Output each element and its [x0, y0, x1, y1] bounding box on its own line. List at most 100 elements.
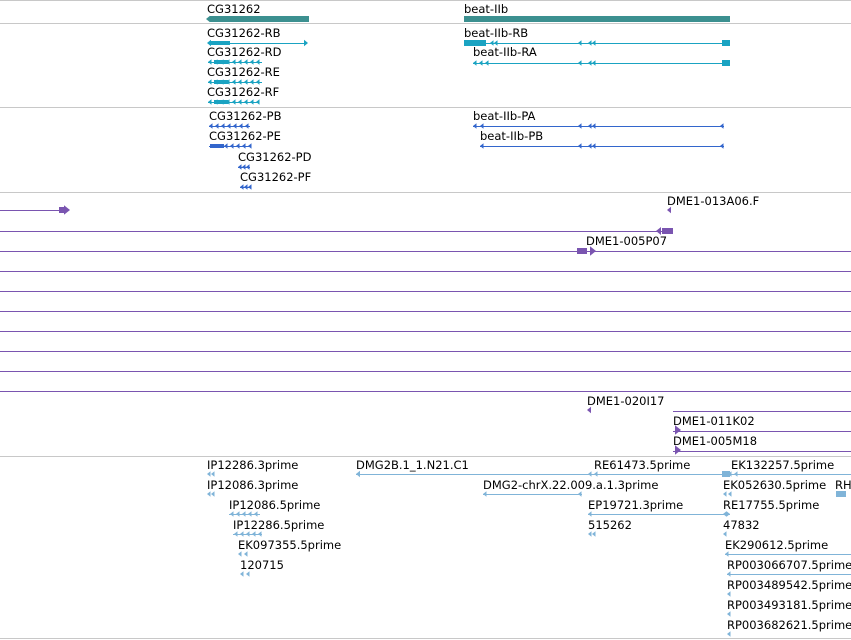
- protein-chevron: [244, 184, 248, 190]
- protein-label-cg31262-pd[interactable]: CG31262-PD: [238, 150, 312, 164]
- protein-chevron: [480, 123, 484, 129]
- est-glyph: [254, 511, 258, 517]
- est-label-ek052630-5prime[interactable]: EK052630.5prime: [723, 478, 827, 492]
- transcript-exon: [214, 80, 228, 84]
- protein-chevron: [240, 184, 244, 190]
- protein-chevron: [473, 123, 477, 129]
- protein-chevron: [224, 143, 228, 149]
- est-glyph: [236, 511, 240, 517]
- protein-chevron: [248, 143, 252, 149]
- transcript-exon: [464, 40, 486, 46]
- protein-chevron: [578, 123, 582, 129]
- est-glyph: [234, 531, 238, 537]
- transcript-label-cg31262-rb[interactable]: CG31262-RB: [207, 26, 281, 40]
- est-label-ip12086-5prime[interactable]: IP12086.5prime: [229, 498, 321, 512]
- est-glyph: [248, 511, 252, 517]
- est-label-47832[interactable]: 47832: [723, 518, 760, 532]
- protein-label-cg31262-pb[interactable]: CG31262-PB: [209, 109, 282, 123]
- est-glyph: [592, 531, 596, 537]
- exon-chevron: [256, 59, 260, 65]
- est-label-rp003493181[interactable]: RP003493181.5prime: [727, 598, 851, 612]
- exon-chevron: [494, 40, 498, 46]
- exon-chevron: [256, 99, 260, 105]
- exon-chevron: [208, 59, 212, 65]
- exon-chevron: [588, 60, 592, 66]
- transcript-label-beat-iib-rb[interactable]: beat-IIb-RB: [464, 26, 529, 40]
- exon-chevron: [250, 59, 254, 65]
- protein-chevron: [246, 164, 250, 170]
- exon-chevron: [232, 59, 236, 65]
- est-label-120715[interactable]: 120715: [240, 558, 284, 572]
- protein-label-cg31262-pe[interactable]: CG31262-PE: [209, 129, 281, 143]
- est-glyph: [727, 611, 731, 617]
- clone-label-dme1-020i17[interactable]: DME1-020I17: [587, 394, 665, 408]
- protein-chevron: [239, 123, 243, 129]
- protein-chevron: [592, 123, 596, 129]
- est-label-rp003066707[interactable]: RP003066707.5prime: [727, 558, 851, 572]
- exon-chevron: [238, 79, 242, 85]
- exon-chevron: [250, 79, 254, 85]
- exon-chevron: [232, 79, 236, 85]
- est-label-re61473-5prime[interactable]: RE61473.5prime: [594, 458, 691, 472]
- exon-chevron: [208, 79, 212, 85]
- exon-chevron: [578, 60, 582, 66]
- protein-chevron: [236, 143, 240, 149]
- est-glyph: [258, 531, 262, 537]
- gene-label-beat-iib[interactable]: beat-IIb: [464, 2, 509, 16]
- exon-chevron: [479, 60, 483, 66]
- exon-chevron: [592, 60, 596, 66]
- protein-chevron: [233, 123, 237, 129]
- est-label-rh[interactable]: RH: [835, 478, 851, 492]
- protein-chevron: [588, 123, 592, 129]
- protein-chevron: [592, 143, 596, 149]
- exon-chevron: [592, 40, 596, 46]
- transcript-exon: [210, 41, 230, 45]
- gene-label-cg31262[interactable]: CG31262: [207, 2, 261, 16]
- est-label-ip12086-3prime[interactable]: IP12086.3prime: [207, 478, 299, 492]
- clone-label-dme1-011k02[interactable]: DME1-011K02: [673, 414, 755, 428]
- transcript-exon: [214, 60, 228, 64]
- est-glyph: [725, 551, 729, 557]
- clone-arrow: [675, 425, 681, 435]
- protein-label-beat-iib-pa[interactable]: beat-IIb-PA: [473, 109, 536, 123]
- est-label-ek290612-5prime[interactable]: EK290612.5prime: [725, 538, 829, 552]
- transcript-label-beat-iib-ra[interactable]: beat-IIb-RA: [473, 45, 537, 59]
- est-glyph: [207, 491, 211, 497]
- est-label-ep19721-3prime[interactable]: EP19721.3prime: [588, 498, 684, 512]
- est-label-dmg2b[interactable]: DMG2B.1_1.N21.C1: [356, 458, 469, 472]
- est-glyph: [211, 491, 215, 497]
- clone-arrow: [656, 227, 661, 235]
- est-label-rp003489542[interactable]: RP003489542.5prime: [727, 578, 851, 592]
- protein-chevron: [245, 123, 249, 129]
- clone-label-dme1-013a06-f[interactable]: DME1-013A06.F: [667, 194, 760, 208]
- transcript-label-cg31262-re[interactable]: CG31262-RE: [207, 65, 280, 79]
- protein-chevron: [720, 143, 724, 149]
- exon-chevron: [490, 40, 494, 46]
- transcript-label-cg31262-rf[interactable]: CG31262-RF: [207, 85, 280, 99]
- est-label-re17755-5prime[interactable]: RE17755.5prime: [723, 498, 820, 512]
- gene-glyph-beat-iib: [464, 16, 730, 22]
- est-glyph: [356, 470, 360, 478]
- protein-label-beat-iib-pb[interactable]: beat-IIb-PB: [480, 129, 544, 143]
- clone-label-dme1-005m18[interactable]: DME1-005M18: [673, 434, 758, 448]
- protein-label-cg31262-pf[interactable]: CG31262-PF: [240, 170, 312, 184]
- protein-chevron: [209, 123, 213, 129]
- est-label-515262[interactable]: 515262: [588, 518, 632, 532]
- est-label-ek097355-5prime[interactable]: EK097355.5prime: [238, 538, 342, 552]
- est-glyph: [207, 471, 211, 477]
- transcript-exon: [722, 40, 730, 46]
- est-glyph: [734, 471, 738, 477]
- est-label-dmg2-chrx[interactable]: DMG2-chrX.22.009.a.1.3prime: [483, 478, 659, 492]
- est-label-ek132257-5prime[interactable]: EK132257.5prime: [731, 458, 835, 472]
- est-label-rp003682621[interactable]: RP003682621.5prime: [727, 618, 851, 632]
- protein-chevron: [227, 123, 231, 129]
- est-glyph: [727, 631, 731, 637]
- transcript-label-cg31262-rd[interactable]: CG31262-RD: [207, 45, 282, 59]
- clone-label-dme1-005p07[interactable]: DME1-005P07: [586, 234, 668, 248]
- protein-chevron: [242, 164, 246, 170]
- protein-chevron: [578, 143, 582, 149]
- protein-chevron: [238, 164, 242, 170]
- est-label-ip12286-3prime[interactable]: IP12286.3prime: [207, 458, 299, 472]
- est-label-ip12286-5prime[interactable]: IP12286.5prime: [233, 518, 325, 532]
